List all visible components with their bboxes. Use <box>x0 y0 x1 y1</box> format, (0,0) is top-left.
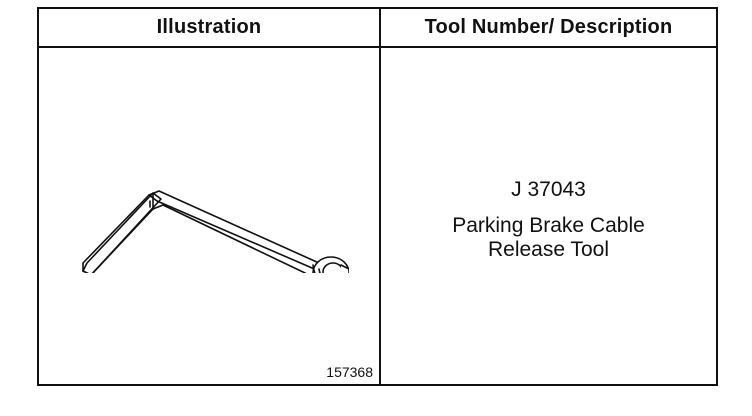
tool-number: J 37043 <box>511 178 586 201</box>
description-cell: J 37043 Parking Brake Cable Release Tool <box>381 48 716 384</box>
table-row: 157368 J 37043 Parking Brake Cable Relea… <box>39 48 716 384</box>
figure-number: 157368 <box>326 364 373 380</box>
illustration-cell: 157368 <box>39 48 381 384</box>
parking-brake-tool-icon <box>82 190 349 273</box>
header-tool-number-description: Tool Number/ Description <box>424 16 673 38</box>
header-illustration: Illustration <box>39 9 381 46</box>
tool-description: Parking Brake Cable Release Tool <box>452 214 645 261</box>
tool-table: Illustration Tool Number/ Description <box>37 7 718 386</box>
table-header-row: Illustration Tool Number/ Description <box>39 9 716 48</box>
